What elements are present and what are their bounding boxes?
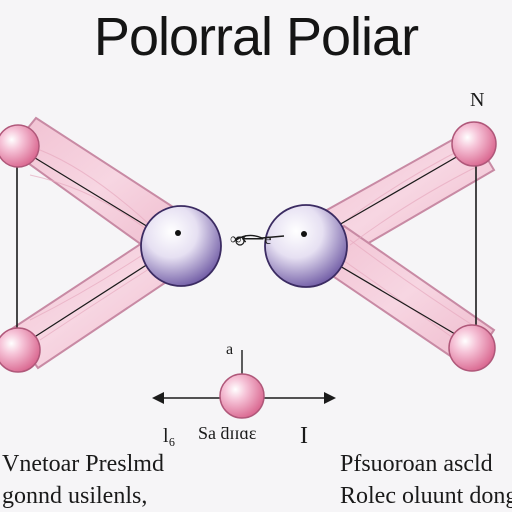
bottom-left-mark: l₆ [163,425,176,447]
atom-center-left [140,205,222,287]
page-title: Polorral Poliar [93,7,419,67]
atom-left-top [0,124,40,168]
arrow-right-icon [324,392,336,404]
atom-left-bottom [0,327,41,373]
center-bond-label: ∞⟵e [230,231,272,248]
bottom-atom-label: a [226,341,234,358]
top-right-label: N [470,89,485,111]
caption-left-line2: gonnd usilenls, [2,483,148,509]
bottom-right-mark: I [300,423,308,449]
caption-left-line1: Vnetoar Preslmd [2,451,164,477]
bottom-mid-label: Sa ƌɪɪɑɛ [198,423,257,443]
caption-right-line2: Rolec oluunt dong [340,483,512,509]
atom-right-bottom [448,324,496,372]
caption-right-line1: Pfsuoroan ascld [340,451,493,477]
right-bond-group [305,128,496,370]
atom-right-top [451,121,497,167]
arrow-left-icon [152,392,164,404]
atom-center-right [264,204,348,288]
atom-bottom-center [219,373,265,419]
